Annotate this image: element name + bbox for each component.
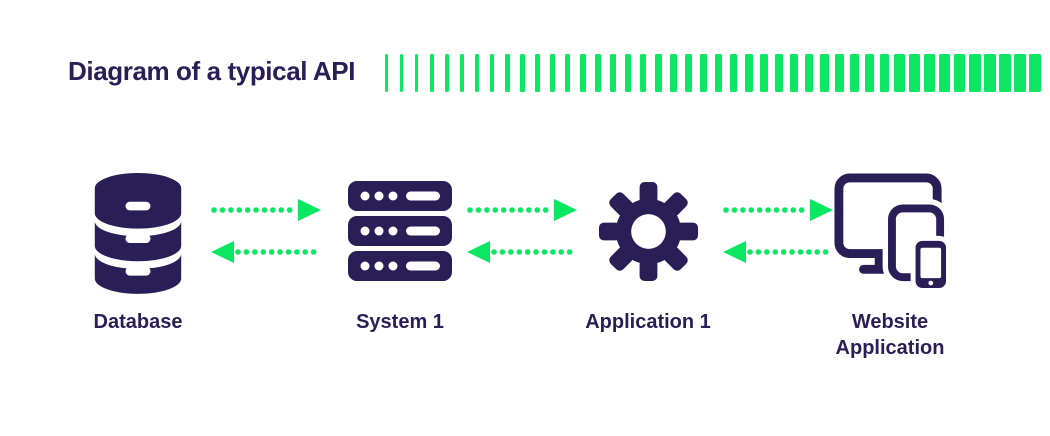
stripe-bar — [999, 54, 1011, 92]
connection-application-website — [722, 198, 834, 308]
arrow-right-icon — [211, 199, 321, 221]
barcode-stripes-decoration — [385, 54, 1047, 92]
stripe-bar — [909, 54, 920, 92]
stripe-bar — [939, 54, 951, 92]
stripe-bar — [864, 54, 875, 92]
stripe-bar — [804, 54, 814, 92]
stripe-bar — [414, 54, 419, 92]
stripe-bar — [400, 54, 404, 92]
node-database: Database — [68, 161, 208, 335]
gear-icon — [598, 161, 698, 301]
node-website-application: Website Application — [808, 161, 972, 361]
stripe-bar — [609, 54, 616, 92]
stripe-bar — [564, 54, 571, 92]
stripe-bar — [879, 54, 890, 92]
stripe-bar — [714, 54, 723, 92]
stripe-bar — [624, 54, 632, 92]
database-icon — [90, 161, 186, 301]
stripe-bar — [519, 54, 525, 92]
devices-icon — [833, 161, 947, 301]
stripe-bar — [579, 54, 586, 92]
connection-system-application — [466, 198, 578, 308]
node-system-1: System 1 — [330, 161, 470, 335]
stripe-bar — [834, 54, 844, 92]
stripe-bar — [489, 54, 495, 92]
stripe-bar — [444, 54, 449, 92]
stripe-bar — [684, 54, 692, 92]
stripe-bar — [744, 54, 753, 92]
stripe-bar — [385, 54, 388, 92]
stripe-bar — [849, 54, 860, 92]
stripe-bar — [729, 54, 738, 92]
arrow-right-icon — [467, 199, 577, 221]
arrow-left-icon — [723, 241, 833, 263]
stripe-bar — [1029, 54, 1042, 92]
stripe-bar — [954, 54, 966, 92]
node-label-system-1: System 1 — [356, 311, 444, 333]
stripe-bar — [774, 54, 784, 92]
node-label-application-1: Application 1 — [585, 311, 711, 333]
stripe-bar — [594, 54, 601, 92]
stripe-bar — [654, 54, 662, 92]
server-stack-icon — [348, 161, 452, 301]
stripe-bar — [549, 54, 556, 92]
stripe-bar — [819, 54, 829, 92]
stripe-bar — [459, 54, 464, 92]
stripe-bar — [789, 54, 799, 92]
stripe-bar — [924, 54, 935, 92]
arrow-right-icon — [723, 199, 833, 221]
node-label-database: Database — [93, 311, 183, 333]
stripe-bar — [969, 54, 981, 92]
stripe-bar — [639, 54, 647, 92]
node-application-1: Application 1 — [578, 161, 718, 335]
stripe-bar — [699, 54, 708, 92]
connection-database-system — [210, 198, 322, 308]
diagram-title: Diagram of a typical API — [68, 56, 356, 86]
node-label-website-application: Website Application — [835, 311, 945, 359]
stripe-bar — [504, 54, 510, 92]
stripe-bar — [1014, 54, 1027, 92]
stripe-bar — [759, 54, 768, 92]
arrow-left-icon — [211, 241, 321, 263]
stripe-bar — [984, 54, 996, 92]
stripe-bar — [429, 54, 434, 92]
stripe-bar — [894, 54, 905, 92]
stripe-bar — [474, 54, 480, 92]
arrow-left-icon — [467, 241, 577, 263]
stripe-bar — [669, 54, 677, 92]
stripe-bar — [534, 54, 540, 92]
